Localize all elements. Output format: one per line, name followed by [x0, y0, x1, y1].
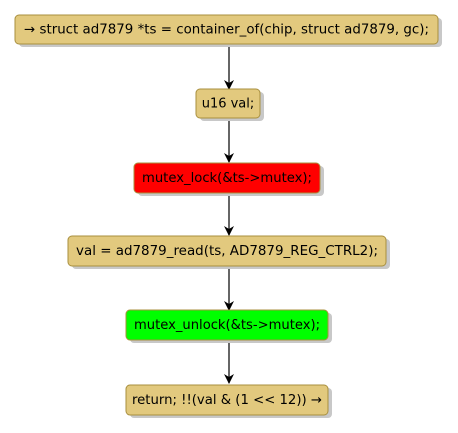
node-mutex-unlock-box	[125, 309, 329, 341]
node-mutex-lock-box	[133, 162, 321, 194]
node-declare-val: u16 val;	[195, 88, 264, 121]
node-mutex-lock-label: mutex_lock(&ts->mutex);	[142, 171, 312, 186]
node-declare-val-box	[195, 88, 261, 119]
node-return-box	[125, 384, 329, 416]
node-ad7879-read-label: val = ad7879_read(ts, AD7879_REG_CTRL2);	[76, 244, 378, 259]
node-mutex-unlock-label: mutex_unlock(&ts->mutex);	[134, 318, 320, 333]
node-mutex-unlock: mutex_unlock(&ts->mutex);	[125, 309, 332, 343]
node-ad7879-read-box	[67, 235, 387, 267]
node-container-of-box	[14, 14, 439, 45]
node-declare-val-label: u16 val;	[202, 97, 255, 112]
node-container-of: → struct ad7879 *ts = container_of(chip,…	[14, 14, 442, 47]
node-ad7879-read: val = ad7879_read(ts, AD7879_REG_CTRL2);	[67, 235, 390, 269]
node-return-label: return; !!(val & (1 << 12)) →	[132, 393, 322, 408]
node-return: return; !!(val & (1 << 12)) →	[125, 384, 332, 418]
node-mutex-lock: mutex_lock(&ts->mutex);	[133, 162, 324, 196]
node-container-of-label: → struct ad7879 *ts = container_of(chip,…	[24, 23, 429, 38]
